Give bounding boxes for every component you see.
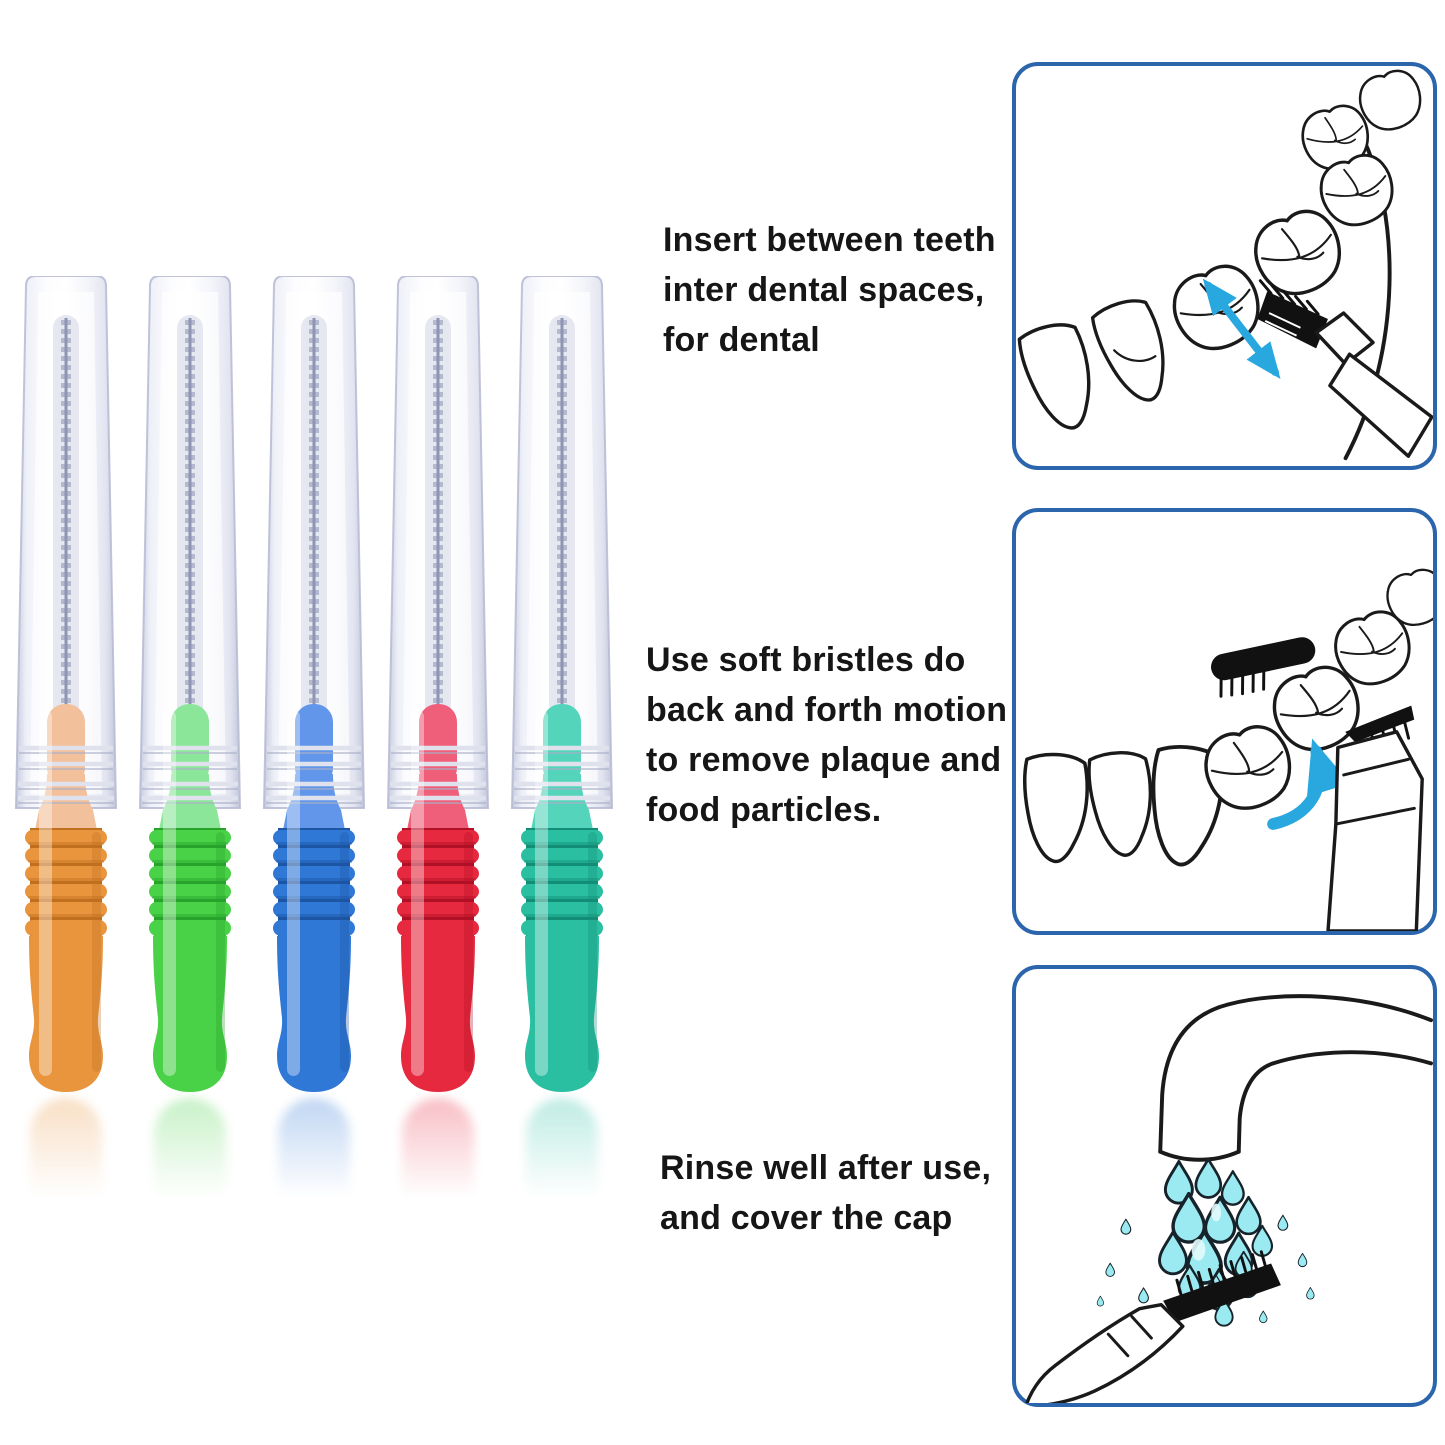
interdental-brush-green <box>128 276 252 1276</box>
interdental-brush-teal <box>500 276 624 1276</box>
instruction-panel-insert <box>1012 62 1437 470</box>
back-and-forth-illustration <box>1020 563 1433 931</box>
brush-cone <box>531 774 593 830</box>
step-1-line-2: inter dental spaces, <box>663 271 985 309</box>
brush-tip <box>543 704 581 786</box>
reflection <box>402 1098 474 1226</box>
cap-rings <box>514 745 610 804</box>
handle <box>401 936 475 1092</box>
step-1-line-1: Insert between teeth <box>663 221 996 259</box>
brush-tip <box>295 704 333 786</box>
brush-cone <box>283 774 345 830</box>
brush-cone <box>159 774 221 830</box>
rinsed-brush-handle <box>1025 1303 1185 1403</box>
step-3-line-2: and cover the cap <box>660 1199 953 1237</box>
step-3-line-1: Rinse well after use, <box>660 1149 992 1187</box>
interdental-brush-red <box>376 276 500 1276</box>
brush-graphic <box>14 276 118 1092</box>
cap-rings <box>390 745 486 804</box>
faucet <box>1158 994 1433 1162</box>
reflection <box>30 1098 102 1226</box>
brush-cone <box>35 774 97 830</box>
brush-graphic <box>510 276 614 1092</box>
reflection <box>278 1098 350 1226</box>
brush-tip <box>171 704 209 786</box>
step-2-line-2: back and forth motion <box>646 691 1008 729</box>
step-2-line-4: food particles. <box>646 791 882 829</box>
brush-head-top <box>1211 637 1316 698</box>
handle <box>525 936 599 1092</box>
ribbed-grip <box>397 828 479 940</box>
teeth-row <box>1016 66 1430 438</box>
instruction-panel-rinse <box>1012 965 1437 1407</box>
cap-rings <box>266 745 362 804</box>
step-1-line-3: for dental <box>663 321 820 359</box>
step-3-text: Rinse well after use, and cover the cap <box>660 1143 991 1243</box>
insert-between-teeth-illustration <box>1016 66 1433 461</box>
brush-graphic <box>262 276 366 1092</box>
step-2-line-1: Use soft bristles do <box>646 641 966 679</box>
ribbed-grip <box>521 828 603 940</box>
step-2-text: Use soft bristles do back and forth moti… <box>646 635 1007 835</box>
brush-cone <box>407 774 469 830</box>
cap-rings <box>18 745 114 804</box>
brush-graphic <box>138 276 242 1092</box>
reflection <box>154 1098 226 1226</box>
ribbed-grip <box>149 828 231 940</box>
handle <box>277 936 351 1092</box>
product-photo <box>0 0 660 1445</box>
brush-handle <box>1326 730 1424 931</box>
step-2-line-3: to remove plaque and <box>646 741 1002 779</box>
brush-tip <box>47 704 85 786</box>
interdental-brush-orange <box>4 276 128 1276</box>
ribbed-grip <box>25 828 107 940</box>
curved-arrow-icon <box>1267 738 1350 830</box>
reflection <box>526 1098 598 1226</box>
instruction-panel-motion <box>1012 508 1437 935</box>
step-1-text: Insert between teeth inter dental spaces… <box>663 215 996 365</box>
brush-graphic <box>386 276 490 1092</box>
water-stream <box>1158 1157 1274 1327</box>
handle <box>29 936 103 1092</box>
brush-handle <box>1314 311 1433 458</box>
rinse-illustration <box>1025 994 1433 1403</box>
brush-tip <box>419 704 457 786</box>
ribbed-grip <box>273 828 355 940</box>
rinsed-brush <box>1025 1250 1281 1403</box>
double-arrow-icon <box>1202 278 1281 380</box>
handle <box>153 936 227 1092</box>
interdental-brush-blue <box>252 276 376 1276</box>
cap-rings <box>142 745 238 804</box>
